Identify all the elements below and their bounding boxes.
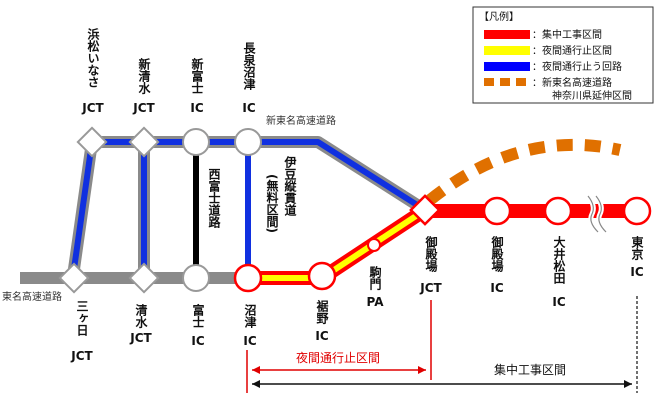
shin-shimizu-jct-marker (128, 126, 160, 158)
tokyo-suffix: IC (630, 265, 643, 279)
legend-title: 【凡例】 (479, 10, 519, 23)
nagaizumi-numazu-suffix: IC (242, 101, 255, 115)
arrowhead (418, 366, 426, 374)
arrowhead (252, 380, 260, 388)
nagaizumi-numazu-ic-marker (234, 128, 262, 156)
legend-swatch-detour (484, 62, 530, 71)
gotemba-ic-suffix: IC (490, 281, 503, 295)
arrowhead (252, 366, 260, 374)
oi-matsuda-suffix: IC (552, 295, 565, 309)
legend-swatch-closure (484, 46, 530, 55)
shin-shimizu-suffix: JCT (132, 101, 155, 115)
node-markers (58, 126, 652, 294)
shin-fuji-label: 新富士 (190, 57, 204, 94)
legend: 【凡例】 ：集中工事区間 ：夜間通行止区間 ：夜間通行止う回路 ：新東名高速道路… (472, 6, 654, 104)
hamamatsu-inasa-jct-marker (76, 126, 108, 158)
legend-label-detour: ：夜間通行止う回路 (532, 60, 622, 73)
shin-tomei-label: 新東名高速道路 (266, 114, 336, 127)
road-lines (20, 136, 640, 285)
tomei-label: 東名高速道路 (2, 290, 62, 303)
mikkabi-label: 三ヶ日 (75, 300, 89, 337)
numazu-suffix: IC (243, 334, 256, 348)
komakado-pa-marker (367, 238, 381, 252)
gotemba-ic-marker (482, 196, 512, 226)
numazu-ic-marker (233, 263, 263, 293)
izu-jukan-note: (無料区間) (265, 174, 279, 233)
break-mark (587, 195, 599, 233)
tokyo-ic-marker (622, 196, 652, 226)
legend-swatch-intensive (484, 30, 530, 39)
fuji-label: 富士 (191, 303, 205, 328)
shimizu-suffix: JCT (129, 331, 152, 345)
susono-label: 裾野 (315, 299, 329, 325)
komakado-suffix: PA (367, 295, 385, 309)
izu-jukan-label: 伊豆縦貫道 (283, 155, 297, 217)
hamamatsu-inasa-suffix: JCT (81, 101, 104, 115)
intensive-work-span-label: 集中工事区間 (494, 362, 566, 377)
detour-mikkabi-link (70, 141, 95, 277)
shin-fuji-suffix: IC (190, 101, 203, 115)
nagaizumi-numazu-label: 長泉沼津 (242, 41, 256, 91)
mikkabi-jct-marker (58, 262, 90, 294)
gotemba-jct-marker (409, 194, 441, 226)
tokyo-label: 東京 (630, 235, 644, 261)
shin-shimizu-label: 新清水 (137, 57, 151, 95)
break-mark (595, 195, 607, 233)
shin-fuji-ic-marker (182, 128, 210, 156)
fuji-ic-marker (182, 264, 210, 292)
night-closure-span-label: 夜間通行止区間 (296, 350, 380, 365)
susono-ic-marker (307, 261, 337, 291)
numazu-label: 沼津 (243, 304, 257, 329)
legend-label-extension: ：新東名高速道路 (532, 76, 612, 89)
span-indicators: 夜間通行止区間 集中工事区間 (246, 296, 638, 393)
legend-label-closure: ：夜間通行止区間 (532, 44, 612, 57)
komakado-label: 駒門 (368, 265, 382, 291)
oi-matsuda-ic-marker (543, 196, 573, 226)
gotemba-jct-label: 御殿場 (424, 235, 438, 273)
detour-shin-tomei (92, 139, 427, 213)
mikkabi-suffix: JCT (70, 349, 93, 363)
gotemba-ic-label: 御殿場 (490, 235, 504, 273)
nishi-fuji-label: 西富士道路 (207, 168, 221, 229)
oi-matsuda-label: 大井松田 (552, 235, 566, 285)
susono-suffix: IC (315, 329, 328, 343)
fuji-suffix: IC (191, 334, 204, 348)
legend-label-intensive: ：集中工事区間 (532, 28, 602, 41)
kanagawa-extension (426, 138, 622, 205)
arrowhead (624, 380, 632, 388)
gotemba-jct-suffix: JCT (419, 281, 442, 295)
shimizu-label: 清水 (134, 303, 148, 329)
hamamatsu-inasa-label: 浜松いなさ (86, 27, 100, 88)
shimizu-jct-marker (128, 262, 160, 294)
legend-note: 神奈川県延伸区間 (552, 89, 632, 102)
